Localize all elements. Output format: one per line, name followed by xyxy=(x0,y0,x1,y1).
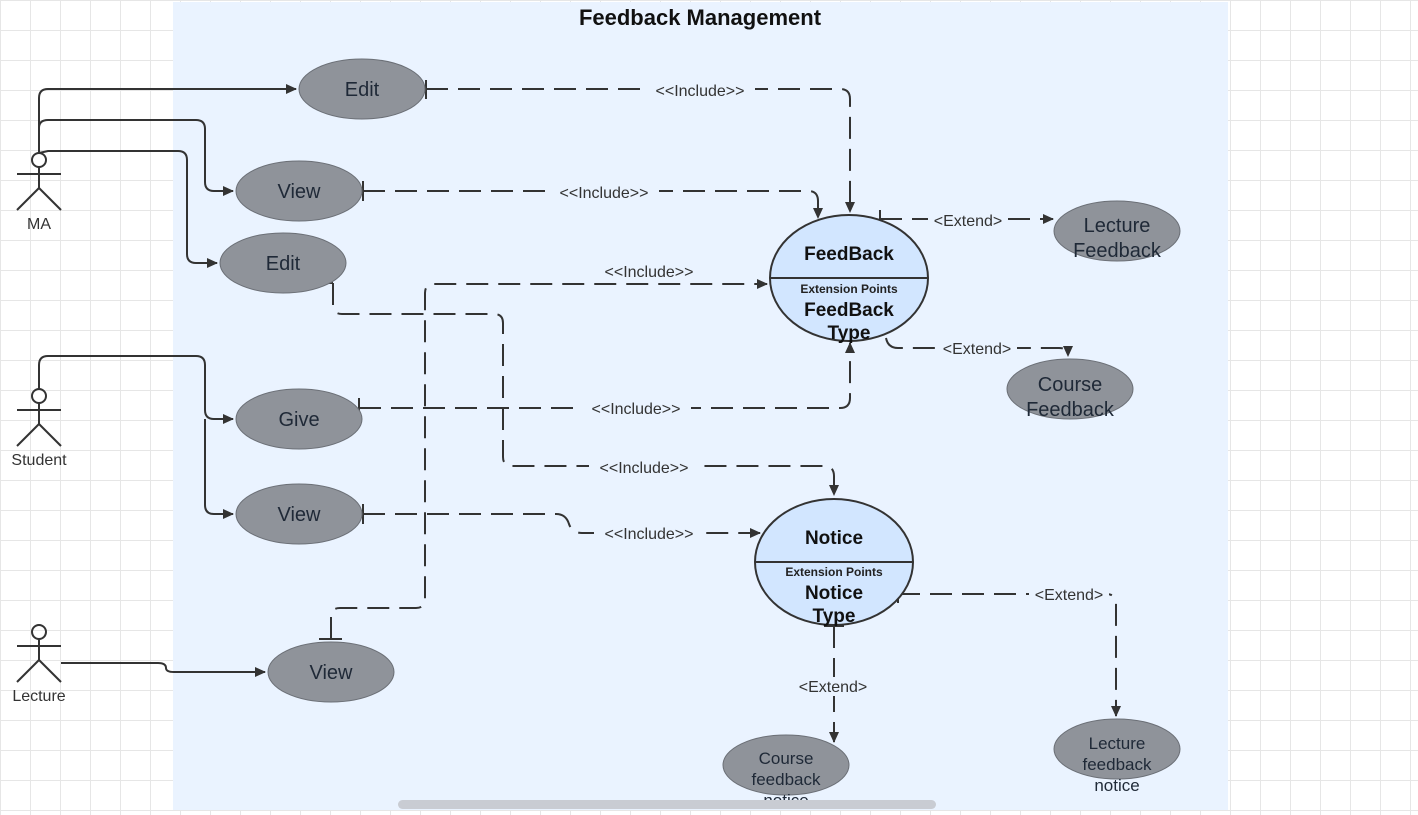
svg-text:<<Include>>: <<Include>> xyxy=(592,401,681,418)
label-extend-1: <Extend> xyxy=(928,210,1008,230)
horizontal-scrollbar[interactable] xyxy=(398,800,936,809)
notice-type-line2: Type xyxy=(813,606,856,627)
usecase-ma-edit[interactable]: Edit xyxy=(298,58,426,120)
actor-lecture-label: Lecture xyxy=(12,688,65,705)
feedback-type-line2: Type xyxy=(828,323,871,344)
usecase-course-feedback[interactable]: Course Feedback xyxy=(1006,358,1134,421)
usecase-ma-edit2-label: Edit xyxy=(266,253,301,275)
svg-text:Feedback: Feedback xyxy=(1026,399,1115,421)
svg-text:<<Include>>: <<Include>> xyxy=(560,185,649,202)
label-extend-3: <Extend> xyxy=(1029,585,1109,604)
usecase-feedback[interactable]: FeedBack Extension Points FeedBack Type xyxy=(769,214,929,344)
usecase-ma-view[interactable]: View xyxy=(235,160,363,222)
include-view-feedback[interactable] xyxy=(363,190,823,219)
svg-text:<<Include>>: <<Include>> xyxy=(656,83,745,100)
svg-text:<Extend>: <Extend> xyxy=(943,341,1012,358)
feedback-type-line1: FeedBack xyxy=(804,300,894,321)
assoc-student-give[interactable] xyxy=(38,355,234,424)
label-extend-2: <Extend> xyxy=(937,339,1017,358)
usecase-lecture-feedback[interactable]: Lecture Feedback xyxy=(1053,200,1181,262)
actor-ma-label: MA xyxy=(27,216,51,233)
include-edit-notice[interactable] xyxy=(332,283,839,496)
svg-text:<<Include>>: <<Include>> xyxy=(600,460,689,477)
svg-text:<<Include>>: <<Include>> xyxy=(605,264,694,281)
usecase-lecture-view[interactable]: View xyxy=(267,641,395,703)
svg-text:<Extend>: <Extend> xyxy=(799,679,868,696)
label-include-4: <<Include>> xyxy=(581,399,691,418)
svg-text:Course: Course xyxy=(1038,374,1102,396)
usecase-notice[interactable]: Notice Extension Points Notice Type xyxy=(754,498,914,627)
diagram-title: Feedback Management xyxy=(579,5,822,30)
include-edit-feedback[interactable] xyxy=(426,88,855,213)
svg-text:Lecture: Lecture xyxy=(1089,734,1146,753)
include-give-feedback[interactable] xyxy=(359,342,855,409)
usecase-course-feedback-notice[interactable]: Course feedback notice xyxy=(722,734,850,810)
usecase-student-give-label: Give xyxy=(278,409,319,431)
label-include-1: <<Include>> xyxy=(645,80,755,100)
svg-text:Feedback: Feedback xyxy=(1073,240,1162,262)
usecase-student-give[interactable]: Give xyxy=(235,388,363,450)
assoc-ma-edit2[interactable] xyxy=(38,150,218,268)
svg-text:Course: Course xyxy=(759,749,814,768)
usecase-ma-view-label: View xyxy=(278,181,322,203)
usecase-ma-edit-label: Edit xyxy=(345,79,380,101)
include-view-notice[interactable] xyxy=(363,513,761,538)
usecase-lecture-feedback-notice[interactable]: Lecture feedback notice xyxy=(1053,718,1181,795)
usecase-lecture-view-label: View xyxy=(310,662,354,684)
svg-text:<Extend>: <Extend> xyxy=(934,213,1003,230)
actor-ma[interactable]: MA xyxy=(16,152,62,233)
notice-title: Notice xyxy=(805,528,863,549)
feedback-title: FeedBack xyxy=(804,244,894,265)
label-include-6: <<Include>> xyxy=(594,524,704,543)
notice-extension-points: Extension Points xyxy=(785,565,883,579)
assoc-lecture-view[interactable] xyxy=(61,662,266,677)
actor-lecture[interactable]: Lecture xyxy=(12,624,66,705)
svg-text:<Extend>: <Extend> xyxy=(1035,587,1104,604)
actor-student-label: Student xyxy=(11,452,67,469)
assoc-ma-view[interactable] xyxy=(38,119,234,196)
svg-text:notice: notice xyxy=(1094,776,1139,795)
notice-type-line1: Notice xyxy=(805,583,863,604)
svg-text:Lecture: Lecture xyxy=(1084,215,1151,237)
svg-text:feedback: feedback xyxy=(1083,755,1152,774)
usecase-student-view[interactable]: View xyxy=(235,483,363,545)
usecase-ma-edit2[interactable]: Edit xyxy=(219,232,347,294)
label-include-3: <<Include>> xyxy=(594,261,704,281)
assoc-student-view[interactable] xyxy=(204,419,234,519)
assoc-ma-edit[interactable] xyxy=(38,84,297,153)
usecase-student-view-label: View xyxy=(278,504,322,526)
label-include-5: <<Include>> xyxy=(589,457,699,477)
svg-text:<<Include>>: <<Include>> xyxy=(605,526,694,543)
label-include-2: <<Include>> xyxy=(549,182,659,202)
feedback-extension-points: Extension Points xyxy=(800,282,898,296)
svg-text:feedback: feedback xyxy=(752,770,821,789)
actor-student[interactable]: Student xyxy=(11,388,67,469)
label-extend-4: <Extend> xyxy=(793,677,873,696)
